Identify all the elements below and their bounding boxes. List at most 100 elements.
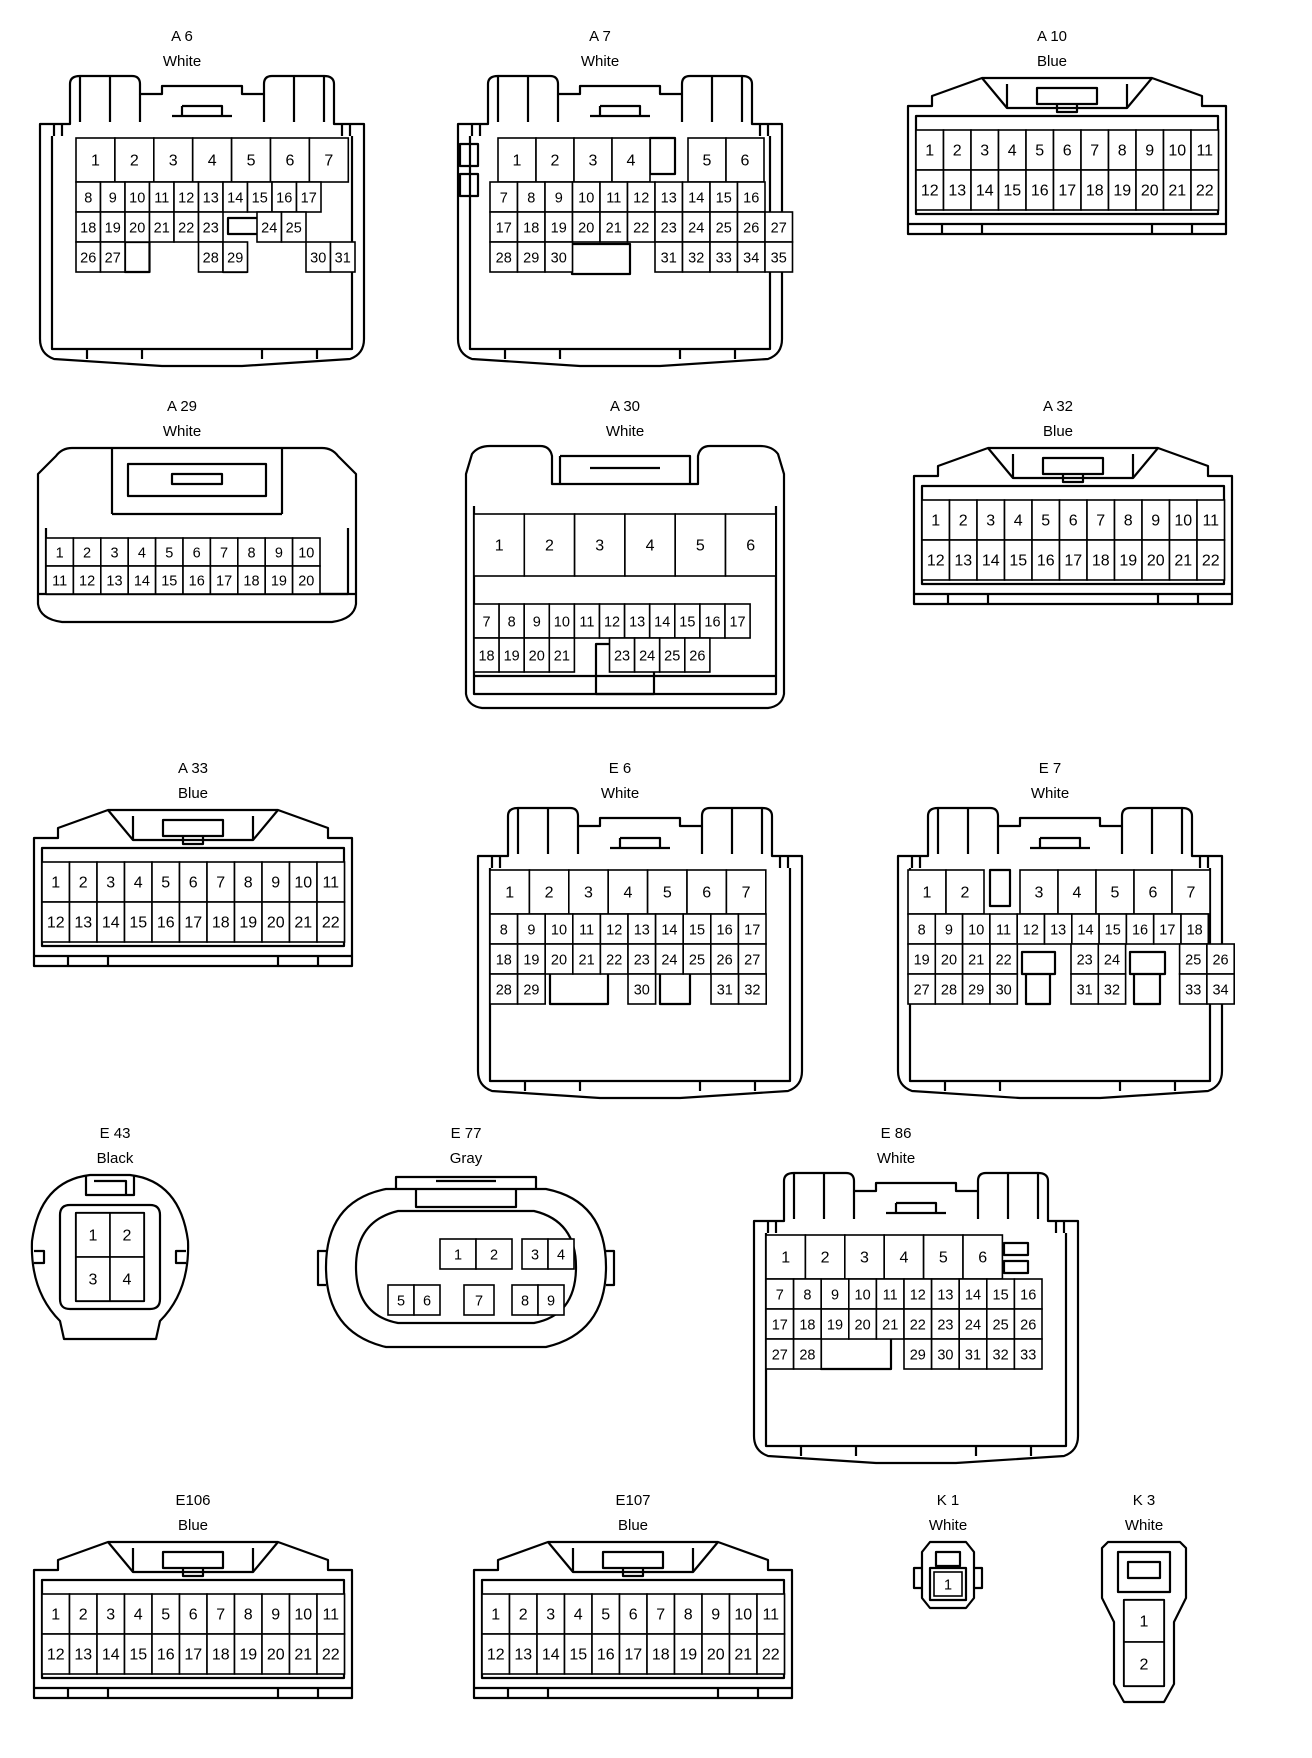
pin-cell <box>710 973 740 1005</box>
pin-cell <box>599 913 629 945</box>
pin-number: 18 <box>799 1318 815 1334</box>
pin-cell <box>413 1284 441 1316</box>
pin-cell <box>151 861 181 903</box>
housing-line <box>943 1081 1177 1091</box>
housing-line <box>936 808 1184 854</box>
pin-number: 13 <box>937 1288 953 1304</box>
pin-number: 8 <box>244 1607 253 1624</box>
pin-number: 28 <box>496 983 512 999</box>
connector-code: E107 <box>615 1492 651 1509</box>
pin-number: 1 <box>56 546 64 562</box>
pin-cell <box>222 241 249 273</box>
pin-number: 28 <box>496 251 512 267</box>
pin-number: 6 <box>746 538 755 555</box>
pin-number: 12 <box>633 191 649 207</box>
pin-cell <box>508 1633 538 1675</box>
pin-number: 4 <box>646 538 655 555</box>
pin-number: 35 <box>771 251 787 267</box>
pin-number: 1 <box>505 885 514 902</box>
connector-code: E 6 <box>608 760 632 777</box>
pin-cell <box>903 1278 933 1310</box>
housing-line <box>1005 84 1129 108</box>
pin-number: 19 <box>504 649 520 665</box>
pin-number: 16 <box>157 1647 175 1664</box>
pin-number: 4 <box>627 153 636 170</box>
pin-number: 6 <box>193 546 201 562</box>
pin-number: 30 <box>634 983 650 999</box>
pin-number: 2 <box>953 143 962 160</box>
pin-number: 2 <box>961 885 970 902</box>
housing-line <box>910 856 1210 868</box>
pin-cell <box>725 137 765 183</box>
pin-number: 18 <box>652 1647 670 1664</box>
pin-number: 25 <box>1185 953 1201 969</box>
pin-cell <box>681 241 711 273</box>
pin-cell <box>96 861 126 903</box>
pin-number: 9 <box>1145 143 1154 160</box>
pin-number: 12 <box>921 183 939 200</box>
pin-number: 2 <box>821 1250 830 1267</box>
pin-number: 1 <box>1140 1614 1149 1631</box>
pin-number: 21 <box>294 1647 312 1664</box>
pin-cell <box>701 1633 731 1675</box>
pin-number: 27 <box>914 983 930 999</box>
pin-number: 12 <box>927 553 945 570</box>
pin-cell <box>475 1238 513 1270</box>
pin-number: 3 <box>169 153 178 170</box>
housing-line <box>32 808 354 958</box>
pin-cell <box>1125 913 1155 945</box>
connector-code: A 32 <box>1042 398 1074 415</box>
pin-number: 33 <box>716 251 732 267</box>
housing-line <box>792 1173 1040 1219</box>
housing-line <box>472 1540 794 1690</box>
pin-number: 12 <box>79 574 95 590</box>
pin-number: 5 <box>397 1294 405 1310</box>
pin-cell <box>329 241 356 273</box>
pin-number: 11 <box>579 615 594 631</box>
pin-cell <box>765 1308 795 1340</box>
pin-number: 20 <box>1147 553 1165 570</box>
pin-cell <box>305 241 332 273</box>
pin-cell <box>1180 913 1210 945</box>
pin-number: 11 <box>883 1288 898 1304</box>
pin-number: 3 <box>106 875 115 892</box>
pin-number: 13 <box>1050 923 1066 939</box>
housing-line <box>906 224 1228 236</box>
pin-cell <box>1013 1308 1043 1340</box>
pin-cell <box>627 913 657 945</box>
pin-number: 19 <box>271 574 287 590</box>
pin-number: 6 <box>423 1294 431 1310</box>
connector-color: White <box>600 785 640 802</box>
pin-cell <box>1070 973 1100 1005</box>
pin-cell <box>544 241 574 273</box>
housing-line <box>558 454 692 484</box>
pin-cell <box>875 1278 905 1310</box>
pin-number: 19 <box>914 953 930 969</box>
housing-line <box>934 1550 962 1568</box>
pin-number: 5 <box>161 875 170 892</box>
pin-number: 27 <box>744 953 760 969</box>
pin-number: 19 <box>239 1647 257 1664</box>
pin-cell <box>1133 869 1173 915</box>
connector-code: A 10 <box>1036 28 1068 45</box>
pin-number: 10 <box>294 1607 312 1624</box>
pin-cell <box>197 211 224 243</box>
pin-cell <box>737 973 768 1005</box>
pin-cell <box>934 973 964 1005</box>
pin-cell <box>316 1633 346 1675</box>
connector-color: Black <box>96 1150 134 1167</box>
housing-line <box>84 1175 136 1197</box>
pin-number: 11 <box>579 923 594 939</box>
pin-cell <box>709 241 739 273</box>
housing-line <box>52 124 352 136</box>
pin-cell <box>206 861 236 903</box>
connector-code: K 3 <box>1132 1492 1156 1509</box>
pin-number: 11 <box>322 1607 339 1624</box>
housing-line <box>490 856 790 868</box>
pin-number: 1 <box>491 1607 500 1624</box>
